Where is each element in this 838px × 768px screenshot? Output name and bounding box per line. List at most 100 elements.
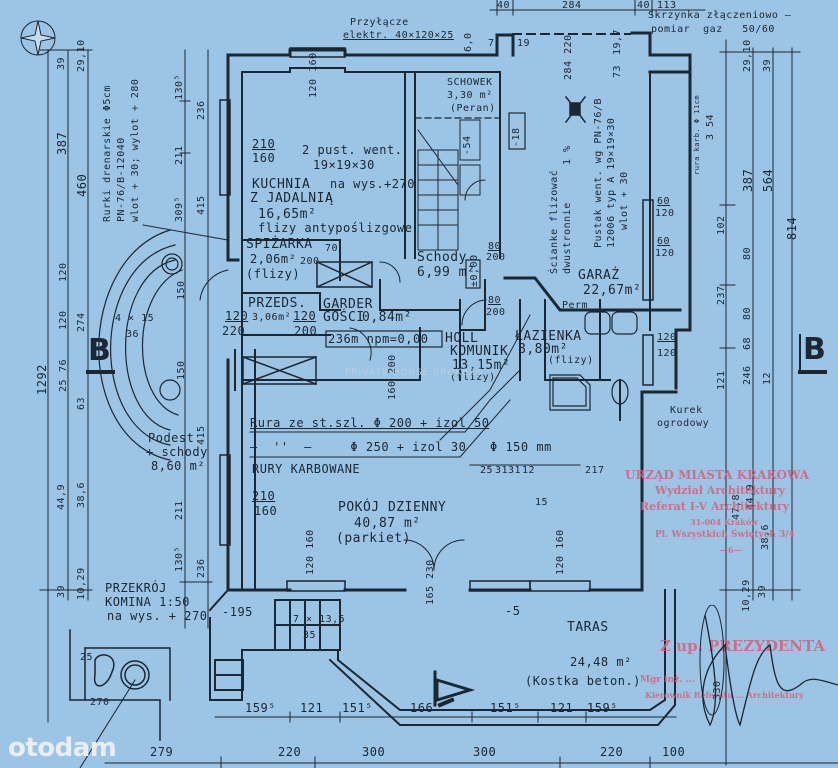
section-marker-b-left: B [88,333,111,368]
dim-left-c3-2: 274 [76,312,87,332]
garage-wall [503,276,682,312]
signature [699,605,838,727]
dim-top-1: 284 [562,0,582,11]
room-pokoj-dzienny-area: 40,87 m² [354,516,421,531]
win-frac-garage2-top: 60 [657,236,671,247]
dim-right-3: 564 [761,168,775,192]
win-frac-living-bottom-right: 120 160 [555,529,566,575]
win-frac-kitchen-left-top: 210 [252,137,276,151]
dim-right-6: 237 [716,285,727,305]
room-pokoj-dzienny-finish: (parkiet) [336,531,411,546]
room-pokoj-dzienny-name: POKÓJ DZIENNY [338,500,447,515]
win-frac-garage1-bottom: 120 [655,208,675,219]
win-bottom: 160 [308,52,319,72]
win-top: 284 [563,60,574,80]
dim-chimney-270: 270 [90,697,110,708]
note-rura-2: — '' — Φ 250 + izol 30 [250,440,467,454]
note-rura-1: Rura ze st.szl. Φ 200 + izol 50 [250,416,490,430]
room-holl-area: 13,15m² [452,358,511,373]
dim-right-90: 68 [742,336,753,350]
note-garage-rura: rura karb. Φ 11cm [693,94,701,175]
dim-bottom-inner-0: 159⁵ [245,701,276,715]
dim-bottom-4: 220 [600,745,624,759]
room-kuchnia-area: 16,65m² [258,207,317,222]
dim-left-c2-0: 29,10 [76,39,87,72]
staircase [417,119,481,251]
room-przedsionek-name: PRZEDS. [248,296,307,311]
dim-left-win-10: 130⁵ [174,545,185,572]
win-frac-spiz-top: 70 [325,243,339,254]
dim-left-win-1: 211 [174,145,185,165]
dim-misc-25: 25 [480,465,494,476]
dim-misc-217: 217 [585,465,605,476]
dim-bottom-inner-2: 151⁵ [342,701,373,715]
dim-right-13: 80 [742,246,753,260]
dim-right-2: 387 [741,168,755,192]
level-pm000: ±0,00 [469,254,480,287]
dim-left-win-8: 415 [196,425,207,445]
room-podest-area: 8,60 m² [151,459,206,473]
dim-right-39b: 39 [757,584,768,598]
dim-left-win-9: 211 [174,500,185,520]
room-garderoba-area: 0,84m² [362,310,412,325]
dim-left-c1-1: 387 [55,131,69,155]
dim-left-win-2: 309⁵ [174,195,185,222]
win-frac-living-left-top: 210 [252,489,276,503]
note-rurki-2: PN-76/B-12040 [116,137,127,222]
win-frac-top-kitchen: 120 160 [308,52,319,98]
note-skrzynka-1: Skrzynka złączeniowo – [648,10,792,21]
dim-right-80: 80 [742,306,753,320]
dim-left-win-3: 236 [196,100,207,120]
dim-left-win-4: 415 [196,195,207,215]
win-bottom: 220 [563,34,574,54]
dim-left-win-5: 150 [176,280,187,300]
interior-walls [234,67,651,591]
stamp-signatory-2: Kierownik Referatu ... Architektury [645,690,804,700]
room-schody-name: Schody [417,250,467,265]
level-box [325,330,443,348]
note-na-wys: na wys.+270 [330,177,415,191]
dim-bottom-5: 100 [662,745,686,759]
note-przekroj-1: PRZEKRÓJ [105,581,167,595]
note-stairs-porch2: 36 [126,329,140,340]
level-m195: -195 [222,605,253,619]
room-holl-finish: (flizy) [450,372,496,383]
dim-right-4: 814 [785,216,799,240]
dim-top-small-0: 7 [488,38,495,49]
win-frac-garage-top: 284 220 [563,34,574,80]
stamp-prezydent: Z up. PREZYDENTA [660,637,825,655]
stamp-line-3: 31-004 Kraków [690,517,759,527]
room-schowek-finish: (Peran) [450,103,496,114]
dim-left-c1-2: 44,9 [56,483,67,510]
note-rurki-1: Rurki drenarskie Φ5cm [102,85,113,222]
win-top: 160 [387,380,398,400]
note-rurki-3: wlot + 30; wylot + 280 [130,78,141,222]
room-podest-name1: Podest [148,431,195,445]
room-garderoba-name1: GARDER [323,297,373,312]
note-kurek-2: ogrodowy [657,418,710,429]
chimney-section [69,629,171,768]
win-frac-living-bottom-left: 120 160 [305,529,316,575]
room-lazienka-area: 8,80m² [518,342,568,357]
note-garage-flue: 3 54 [705,113,716,140]
dim-top-2: 40 [637,0,651,11]
dim-left-c2-2: 120 [58,262,69,282]
windows [219,47,654,592]
room-taras-name: TARAS [567,620,609,635]
dim-left-c2-6: 25 [58,378,69,392]
note-stairs-taras2: 35 [303,630,317,641]
note-przylacze-1: Przyłącze [350,17,409,28]
dim-top-3: 113 [657,0,677,11]
room-lazienka-finish: (flizy) [548,355,594,366]
room-kuchnia-name1: KUCHNIA [252,177,311,192]
room-schowek-area: 3,30 m² [447,90,493,101]
note-scianki-1: Ścianke flizować [549,169,560,274]
dim-top-0: 40 [497,0,511,11]
dim-left-total: 1292 [35,364,49,395]
dim-left-c1-3: 39 [56,584,67,598]
note-stairs-porch: 4 × 15 [115,313,155,324]
dim-right-246: 12 [762,371,773,385]
win-frac-holl-bottom: 200 [486,307,506,318]
win-bottom: 160 [305,529,316,549]
ventilation-cross-icon [564,95,587,124]
